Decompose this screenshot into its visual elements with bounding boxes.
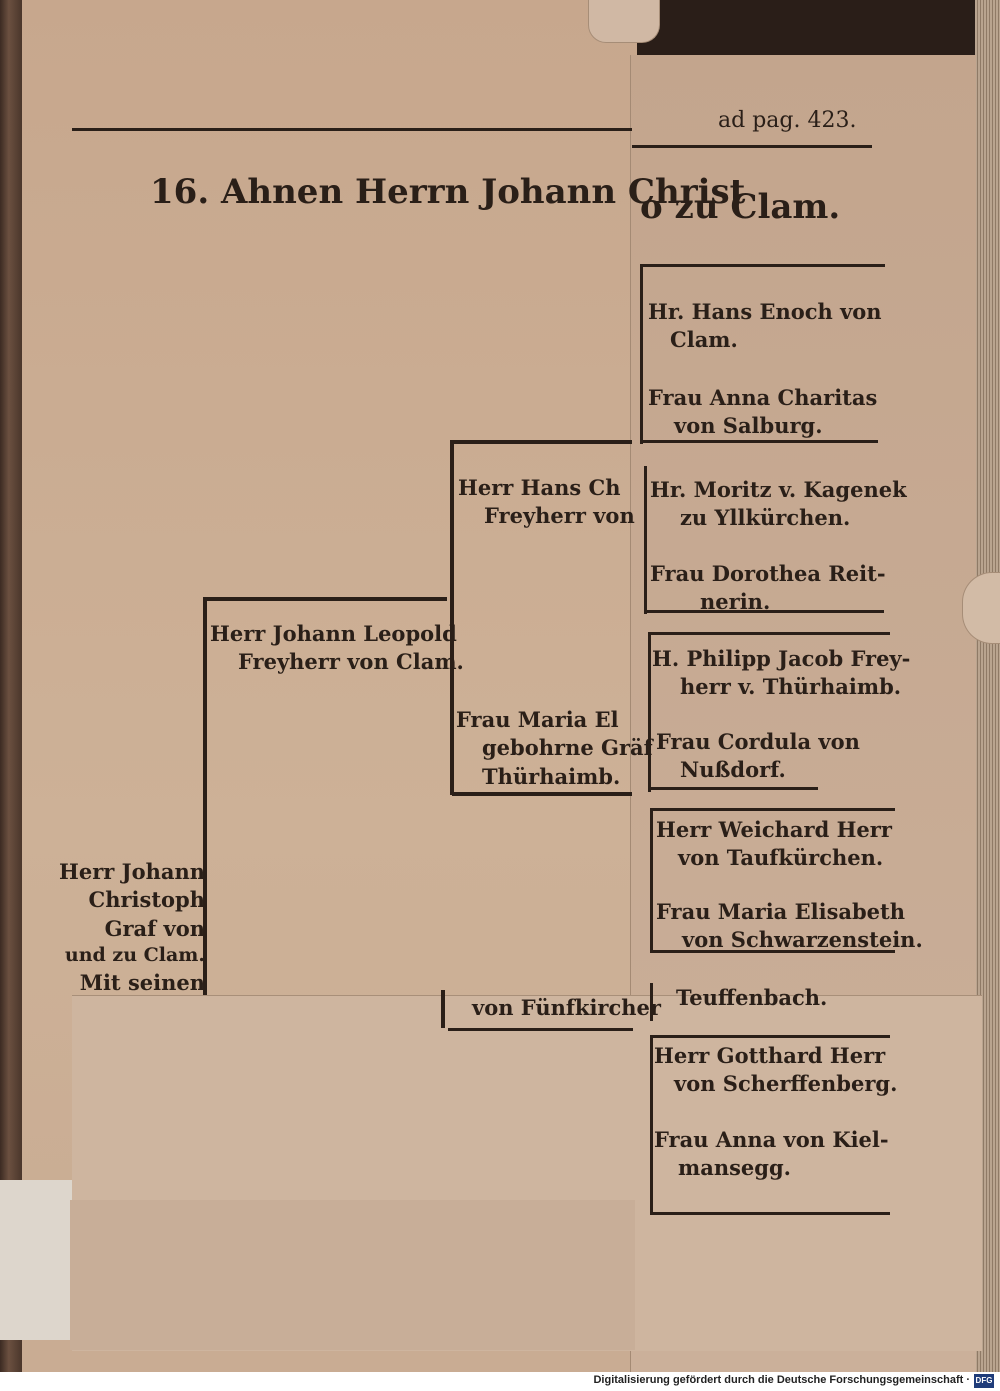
box4-vertical [650,808,653,953]
header-rule-right [632,145,872,148]
box6-vertical [650,1035,653,1215]
grandfather-entry: Herr Hans Ch Freyherr von [458,474,635,531]
ancestor-2-line-1: Frau Anna Charitas [648,385,878,410]
bracket-gen3-vertical [450,440,454,795]
footer-credit: Digitalisierung gefördert durch die Deut… [593,1374,970,1386]
grandfather-line-1: Herr Hans Ch [458,475,621,500]
father-entry: Herr Johann Leopold Freyherr von Clam. [210,620,464,677]
ancestor-4: Frau Dorothea Reit- nerin. [650,560,886,617]
ancestor-5: H. Philipp Jacob Frey- herr v. Thürhaimb… [652,645,910,702]
grandmother-entry: Frau Maria El gebohrne Gräf Thürhaimb. [456,706,653,791]
ancestor-10-line-2: von Scherffenberg. [674,1071,898,1097]
bracket-gen2-top [205,597,447,601]
page-title-right: o zu Clam. [640,187,841,227]
father-line-2: Freyherr von Clam. [238,649,464,675]
ancestor-8: Frau Maria Elisabeth von Schwarzenstein. [656,898,923,955]
subject-entry: Herr Johann Christoph Graf von und zu Cl… [55,858,205,997]
ancestor-10: Herr Gotthard Herr von Scherffenberg. [654,1042,897,1099]
ancestor-7-line-2: von Taufkürchen. [678,845,884,871]
box5-vertical [650,983,653,1021]
footer-bar [0,1372,1000,1391]
grandfather-line-2: Freyherr von [484,503,635,529]
ancestor-7-line-1: Herr Weichard Herr [656,817,892,842]
father-line-1: Herr Johann Leopold [210,621,457,646]
box3-vertical [648,632,651,792]
ancestor-2-line-2: von Salburg. [674,413,823,439]
fold-tab-top[interactable] [588,0,660,43]
ancestor-11-line-2: mansegg. [678,1155,791,1181]
subject-line-5: Mit seinen [79,969,205,995]
ancestor-1-line-2: Clam. [670,327,738,353]
box1-top [640,264,885,267]
ancestor-6: Frau Cordula von Nußdorf. [656,728,860,785]
header-rule-left [72,128,632,131]
grandmother-line-3: Thürhaimb. [482,763,621,789]
box2-vertical [644,466,647,614]
ancestor-11-line-1: Frau Anna von Kiel- [654,1127,889,1152]
box3-top [648,632,890,635]
page-reference: ad pag. 423. [718,108,857,133]
box1-vertical [640,264,643,444]
subject-line-1: Herr Johann [59,859,205,884]
ancestor-2: Frau Anna Charitas von Salburg. [648,384,877,441]
bracket-gen2-vertical [203,597,207,997]
foldout-bottom-underlay [70,1200,635,1350]
box2-bottom [644,610,884,613]
ancestor-1: Hr. Hans Enoch von Clam. [648,298,882,355]
box6-top [650,1035,890,1038]
subject-line-4: und zu Clam. [64,944,205,967]
lower-entry: von Fünfkircher [472,995,661,1020]
bracket-gen3-bottom [452,792,632,796]
page-title-left: 16. Ahnen Herrn Johann Christ [150,172,746,212]
ancestor-5-line-2: herr v. Thürhaimb. [680,674,902,700]
ancestor-4-line-2: nerin. [700,589,771,615]
ancestor-5-line-1: H. Philipp Jacob Frey- [652,646,911,671]
ancestor-11: Frau Anna von Kiel- mansegg. [654,1126,889,1183]
paper-strip [0,1180,72,1340]
ancestor-3-line-2: zu Yllkürchen. [680,505,851,531]
ancestor-6-line-2: Nußdorf. [680,757,786,783]
ancestor-1-line-1: Hr. Hans Enoch von [648,299,882,324]
subject-line-2: Christoph [88,887,205,913]
ancestor-8-line-2: von Schwarzenstein. [682,927,923,953]
ancestor-7: Herr Weichard Herr von Taufkürchen. [656,816,892,873]
ancestor-6-line-1: Frau Cordula von [656,729,860,754]
grandmother-line-1: Frau Maria El [456,707,619,732]
book-binding [0,0,22,1372]
box4-top [650,808,895,811]
box3-bottom [648,787,818,790]
ancestor-3: Hr. Moritz v. Kagenek zu Yllkürchen. [650,476,907,533]
box4-bottom [650,950,895,953]
ancestor-9-line-1: Teuffenbach. [676,985,828,1010]
bracket-gen3-top [452,440,632,444]
ancestor-8-line-1: Frau Maria Elisabeth [656,899,906,924]
subject-line-3: Graf von [104,915,205,941]
dfg-logo-icon: DFG [974,1374,994,1388]
bracket-lower-vertical [441,990,445,1028]
box1-bottom [640,440,878,443]
grandmother-line-2: gebohrne Gräf [482,735,653,761]
box6-bottom [650,1212,890,1215]
ancestor-10-line-1: Herr Gotthard Herr [654,1043,886,1068]
ancestor-4-line-1: Frau Dorothea Reit- [650,561,886,586]
ancestor-3-line-1: Hr. Moritz v. Kagenek [650,477,907,502]
bracket-lower-bottom [448,1028,633,1031]
